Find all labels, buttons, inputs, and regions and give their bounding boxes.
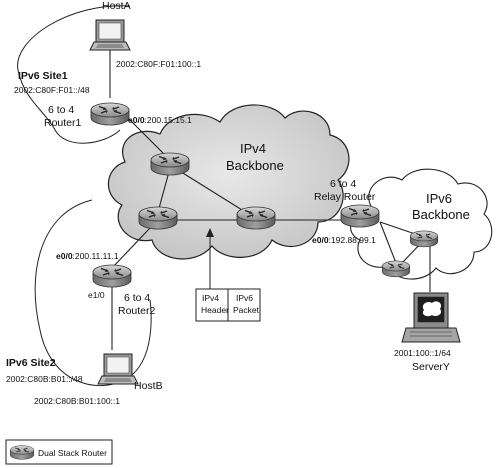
- ipv4-header-line2: Header: [201, 305, 229, 315]
- ipv6-backbone-line2: Backbone: [412, 207, 470, 222]
- ipv4-backbone-line1: IPv4: [240, 141, 266, 156]
- packet-diagram: IPv4 Header IPv6 Packet: [195, 288, 261, 322]
- site1-boundary: [17, 5, 131, 144]
- ipv6-packet-line1: IPv6: [236, 293, 253, 303]
- site2-boundary: [34, 199, 152, 386]
- ipv4-backbone-line2: Backbone: [226, 158, 284, 173]
- legend-router-icon: [9, 445, 35, 460]
- router1-interface: e0/0:200.15.15.1: [128, 115, 192, 125]
- legend-label: Dual Stack Router: [38, 448, 107, 458]
- router2-interface: e0/0:200.11.11.1: [56, 251, 119, 261]
- hostb-laptop-icon[interactable]: [97, 353, 139, 385]
- relay-router-icon[interactable]: [340, 204, 380, 228]
- router2-label-line1: 6 to 4: [124, 292, 150, 304]
- backbone-router-left-icon[interactable]: [138, 206, 178, 230]
- hostb-address: 2002:C80B:B01:100::1: [34, 396, 120, 406]
- servery-name: ServerY: [412, 361, 450, 373]
- ipv6-backbone-router-upper-icon[interactable]: [409, 230, 439, 248]
- site2-title: IPv6 Site2: [6, 357, 56, 369]
- ipv6-backbone-cloud: [350, 168, 493, 280]
- site1-title: IPv6 Site1: [18, 70, 68, 82]
- servery-icon[interactable]: [401, 292, 461, 343]
- packet-arrow: [206, 228, 214, 289]
- legend: Dual Stack Router: [5, 439, 113, 465]
- hosta-address: 2002:C80F:F01:100::1: [116, 59, 201, 69]
- hosta-name: HostA: [102, 0, 131, 12]
- backbone-router-top-icon[interactable]: [150, 152, 190, 176]
- ipv6-backbone-router-lower-icon[interactable]: [381, 260, 411, 278]
- router2-label-line2: Router2: [118, 305, 156, 317]
- ipv6-backbone-line1: IPv6: [426, 191, 452, 206]
- router1-icon[interactable]: [90, 102, 130, 126]
- hostb-name: HostB: [134, 380, 163, 392]
- router1-label-line1: 6 to 4: [48, 104, 74, 116]
- site2-prefix: 2002:C80B:B01::/48: [6, 374, 83, 384]
- relay-interface: e0/0:192.88.99.1: [312, 235, 376, 245]
- backbone-router-right-icon[interactable]: [236, 206, 276, 230]
- router2-icon[interactable]: [92, 264, 132, 288]
- relay-label-line1: 6 to 4: [330, 178, 356, 190]
- relay-label-line2: Relay Router: [314, 191, 376, 203]
- ipv4-header-line1: IPv4: [202, 293, 219, 303]
- servery-address: 2001:100::1/64: [394, 348, 451, 358]
- ipv6-packet-line2: Packet: [233, 305, 260, 315]
- site1-prefix: 2002:C80F:F01::/48: [14, 85, 90, 95]
- hosta-laptop-icon[interactable]: [89, 19, 131, 51]
- router1-label-line2: Router1: [44, 117, 82, 129]
- router2-interface-e1: e1/0: [88, 290, 105, 300]
